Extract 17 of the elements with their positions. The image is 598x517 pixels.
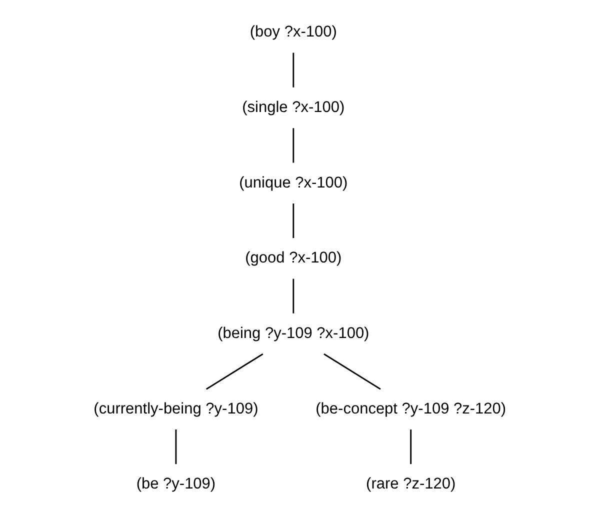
node-text: (boy ?x-100) xyxy=(249,24,336,41)
node-text: (single ?x-100) xyxy=(242,98,344,116)
node-text: (being ?y-109 ?x-100) xyxy=(217,324,369,342)
node-text: (unique ?x-100) xyxy=(238,174,348,192)
connector xyxy=(205,353,263,390)
connector xyxy=(410,430,412,464)
node-text: (be ?y-109) xyxy=(136,476,216,493)
node-text: (be-concept ?y-109 ?z-120) xyxy=(315,400,506,418)
node-text: (currently-being ?y-109) xyxy=(93,400,258,418)
connector xyxy=(292,278,294,314)
node-text: (rare ?z-120) xyxy=(366,476,456,493)
node-text: (good ?x-100) xyxy=(244,250,342,267)
connector xyxy=(323,353,380,390)
connector xyxy=(292,52,294,88)
connector xyxy=(174,430,176,464)
connector xyxy=(292,128,294,163)
connector xyxy=(292,203,294,238)
